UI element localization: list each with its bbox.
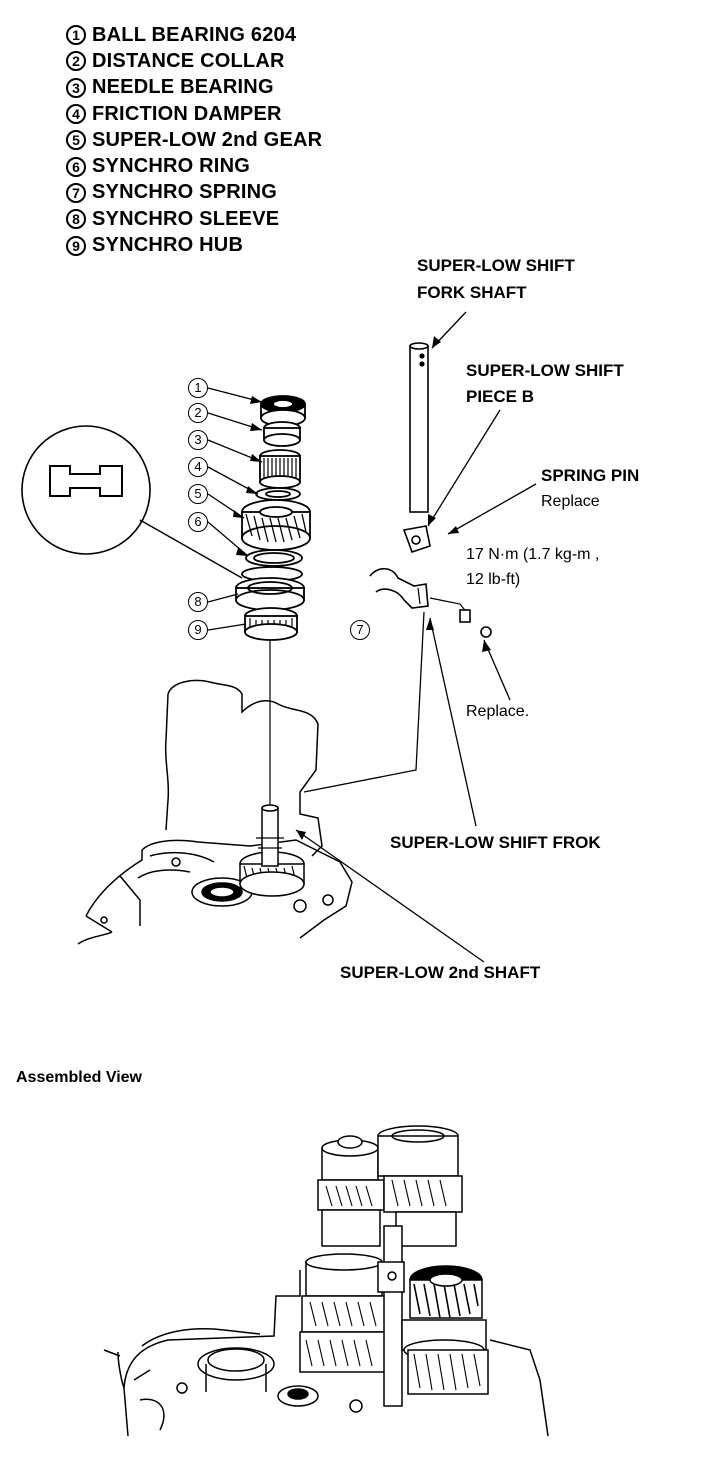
parts-list-item: 4 FRICTION DAMPER (66, 101, 322, 127)
callout-4: 4 (188, 457, 208, 477)
callout-5: 5 (188, 484, 208, 504)
torque-spec-line1: 17 N·m (1.7 kg-m , (466, 546, 600, 563)
callout-6: 6 (188, 512, 208, 532)
parts-list-item: 1 BALL BEARING 6204 (66, 22, 322, 48)
part-number: 4 (66, 104, 86, 125)
synchro-sleeve (235, 577, 305, 611)
distance-collar (263, 421, 301, 447)
shift-piece-label-line2: PIECE B (466, 387, 535, 406)
part-name: BALL BEARING 6204 (92, 23, 297, 46)
part-number: 7 (66, 182, 86, 203)
part-name: SUPER-LOW 2nd GEAR (92, 128, 323, 151)
part-number: 5 (66, 130, 86, 151)
ball-bearing (260, 395, 306, 427)
part-number: 1 (66, 25, 86, 46)
fork-shaft-label-line2: FORK SHAFT (417, 283, 527, 302)
assembled-view-title: Assembled View (16, 1069, 142, 1086)
bolt-replace-note: Replace. (466, 703, 530, 720)
part-number: 2 (66, 51, 86, 72)
friction-damper (255, 487, 301, 501)
callout-arrowheads (233, 396, 262, 556)
synchro-hub (244, 607, 298, 641)
part-number: 8 (66, 209, 86, 230)
parts-list-item: 6 SYNCHRO RING (66, 153, 322, 179)
callout-8: 8 (188, 592, 208, 612)
part-name: SYNCHRO SPRING (92, 181, 278, 204)
assembled-view-drawing (103, 1125, 549, 1437)
part-name: SYNCHRO SLEEVE (92, 207, 280, 230)
spring-pin-replace-note: Replace (541, 493, 600, 510)
part-name: SYNCHRO RING (92, 155, 250, 178)
parts-list: 1 BALL BEARING 6204 2 DISTANCE COLLAR 3 NEE… (66, 22, 322, 259)
second-gear (241, 499, 311, 551)
synchro-spring-detail (21, 425, 243, 579)
part-name: DISTANCE COLLAR (92, 49, 285, 72)
synchro-ring (245, 549, 303, 567)
callout-2: 2 (188, 403, 208, 423)
label-arrowheads (296, 336, 491, 840)
callout-1: 1 (188, 378, 208, 398)
parts-list-item: 9 SYNCHRO HUB (66, 232, 322, 258)
parts-list-item: 7 SYNCHRO SPRING (66, 180, 322, 206)
shift-piece-label-line1: SUPER-LOW SHIFT (466, 361, 624, 380)
callout-3: 3 (188, 430, 208, 450)
fork-shaft-label-line1: SUPER-LOW SHIFT (417, 256, 575, 275)
part-name: NEEDLE BEARING (92, 76, 274, 99)
callout-7: 7 (350, 620, 370, 640)
parts-list-item: 5 SUPER-LOW 2nd GEAR (66, 127, 322, 153)
part-name: FRICTION DAMPER (92, 102, 282, 125)
gear-stack (235, 395, 311, 806)
part-number: 9 (66, 235, 86, 256)
part-number: 6 (66, 156, 86, 177)
shift-mechanism (303, 342, 492, 793)
torque-spec-line2: 12 lb-ft) (466, 571, 521, 588)
shift-fork-label: SUPER-LOW SHIFT FROK (390, 833, 601, 852)
parts-list-item: 3 NEEDLE BEARING (66, 75, 322, 101)
needle-bearing (259, 449, 301, 489)
parts-list-item: 2 DISTANCE COLLAR (66, 48, 322, 74)
part-name: SYNCHRO HUB (92, 234, 244, 257)
parts-list-item: 8 SYNCHRO SLEEVE (66, 206, 322, 232)
part-number: 3 (66, 77, 86, 98)
callout-9: 9 (188, 620, 208, 640)
spring-pin-label: SPRING PIN (541, 466, 640, 485)
second-shaft-label: SUPER-LOW 2nd SHAFT (340, 963, 541, 982)
transmission-case (77, 679, 353, 945)
